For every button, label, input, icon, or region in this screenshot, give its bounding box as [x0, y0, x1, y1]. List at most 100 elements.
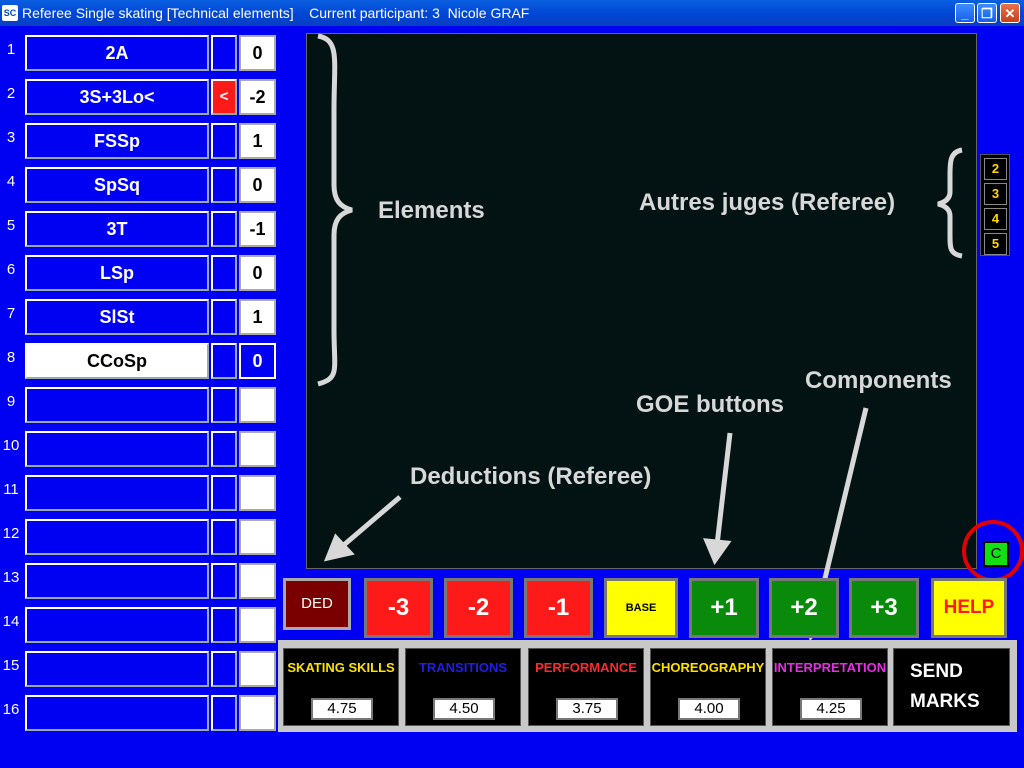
- row-number: 9: [6, 393, 16, 410]
- judge-4-button[interactable]: 4: [984, 208, 1007, 230]
- element-mark-cell[interactable]: [211, 695, 237, 731]
- component-value[interactable]: 4.00: [678, 698, 740, 720]
- ded-button[interactable]: DED: [283, 578, 351, 630]
- element-name-cell[interactable]: SlSt: [25, 299, 209, 335]
- element-name-cell[interactable]: [25, 475, 209, 511]
- element-goe-cell[interactable]: [239, 607, 276, 643]
- element-mark-cell[interactable]: [211, 387, 237, 423]
- minimize-button[interactable]: _: [955, 3, 975, 23]
- element-name-cell[interactable]: LSp: [25, 255, 209, 291]
- element-goe-cell[interactable]: 1: [239, 123, 276, 159]
- row-number: 14: [2, 613, 20, 630]
- row-number: 10: [2, 437, 20, 454]
- element-mark-cell[interactable]: [211, 123, 237, 159]
- element-mark-cell[interactable]: <: [211, 79, 237, 115]
- element-goe-cell[interactable]: -1: [239, 211, 276, 247]
- restore-button[interactable]: ❐: [977, 3, 997, 23]
- element-mark-cell[interactable]: [211, 651, 237, 687]
- element-name-cell[interactable]: 2A: [25, 35, 209, 71]
- component-value[interactable]: 4.25: [800, 698, 862, 720]
- element-goe-cell[interactable]: [239, 431, 276, 467]
- highlight-circle: [962, 520, 1024, 582]
- element-mark-cell[interactable]: [211, 343, 237, 379]
- element-name-cell[interactable]: [25, 695, 209, 731]
- goe-plus3-button[interactable]: +3: [849, 578, 919, 638]
- component-value[interactable]: 4.50: [433, 698, 495, 720]
- marks-label: MARKS: [910, 691, 980, 712]
- elements-brace: [317, 33, 353, 387]
- element-name-cell[interactable]: [25, 607, 209, 643]
- row-number: 16: [2, 701, 20, 718]
- element-mark-cell[interactable]: [211, 255, 237, 291]
- title-bar: SC Referee Single skating [Technical ele…: [0, 0, 1024, 26]
- annotation-goe-buttons: GOE buttons: [636, 391, 784, 418]
- element-name-cell[interactable]: CCoSp: [25, 343, 209, 379]
- component-transitions[interactable]: TRANSITIONS 4.50: [405, 648, 521, 726]
- element-mark-cell[interactable]: [211, 299, 237, 335]
- element-name-cell[interactable]: SpSq: [25, 167, 209, 203]
- app-icon: SC: [2, 5, 18, 21]
- row-number: 8: [6, 349, 16, 366]
- send-marks-button[interactable]: SEND MARKS: [893, 648, 1010, 726]
- element-name-cell[interactable]: [25, 431, 209, 467]
- goe-plus1-button[interactable]: +1: [689, 578, 759, 638]
- component-value[interactable]: 3.75: [556, 698, 618, 720]
- element-mark-cell[interactable]: [211, 563, 237, 599]
- element-mark-cell[interactable]: [211, 167, 237, 203]
- element-goe-cell[interactable]: 0: [239, 167, 276, 203]
- element-name-cell[interactable]: [25, 387, 209, 423]
- base-value-button[interactable]: BASE VALUE: [604, 578, 678, 668]
- element-mark-cell[interactable]: [211, 35, 237, 71]
- element-goe-cell[interactable]: [239, 695, 276, 731]
- component-label: TRANSITIONS: [418, 660, 508, 675]
- element-goe-cell[interactable]: [239, 475, 276, 511]
- element-goe-cell[interactable]: -2: [239, 79, 276, 115]
- judges-brace: [937, 147, 963, 259]
- element-mark-cell[interactable]: [211, 211, 237, 247]
- row-number: 3: [6, 129, 16, 146]
- row-number: 13: [2, 569, 20, 586]
- row-number: 1: [6, 41, 16, 58]
- element-name-cell[interactable]: [25, 651, 209, 687]
- row-number: 2: [6, 85, 16, 102]
- component-interpretation[interactable]: INTERPRETATION 4.25: [772, 648, 888, 726]
- main-panel: [306, 33, 977, 569]
- judge-2-button[interactable]: 2: [984, 158, 1007, 180]
- element-goe-cell[interactable]: [239, 651, 276, 687]
- row-number: 12: [2, 525, 20, 542]
- element-name-cell[interactable]: 3T: [25, 211, 209, 247]
- element-mark-cell[interactable]: [211, 431, 237, 467]
- other-judges-panel: 2 3 4 5: [980, 154, 1010, 256]
- component-value[interactable]: 4.75: [311, 698, 373, 720]
- element-name-cell[interactable]: [25, 563, 209, 599]
- element-mark-cell[interactable]: [211, 475, 237, 511]
- element-goe-cell[interactable]: 0: [239, 255, 276, 291]
- element-goe-cell[interactable]: [239, 563, 276, 599]
- element-mark-cell[interactable]: [211, 519, 237, 555]
- component-label: INTERPRETATION: [773, 660, 887, 675]
- element-goe-cell[interactable]: [239, 387, 276, 423]
- element-goe-cell[interactable]: 0: [239, 35, 276, 71]
- element-name-cell[interactable]: [25, 519, 209, 555]
- close-button[interactable]: ✕: [1000, 3, 1020, 23]
- element-goe-cell[interactable]: 0: [239, 343, 276, 379]
- goe-minus2-button[interactable]: -2: [444, 578, 513, 638]
- judge-5-button[interactable]: 5: [984, 233, 1007, 255]
- element-name-cell[interactable]: FSSp: [25, 123, 209, 159]
- element-mark-cell[interactable]: [211, 607, 237, 643]
- element-goe-cell[interactable]: [239, 519, 276, 555]
- judge-3-button[interactable]: 3: [984, 183, 1007, 205]
- row-number: 7: [6, 305, 16, 322]
- goe-minus1-button[interactable]: -1: [524, 578, 593, 638]
- send-label: SEND: [910, 661, 963, 682]
- element-goe-cell[interactable]: 1: [239, 299, 276, 335]
- help-button[interactable]: HELP: [931, 578, 1007, 638]
- element-name-cell[interactable]: 3S+3Lo<: [25, 79, 209, 115]
- annotation-components: Components: [805, 367, 952, 394]
- goe-plus2-button[interactable]: +2: [769, 578, 839, 638]
- row-number: 15: [2, 657, 20, 674]
- goe-minus3-button[interactable]: -3: [364, 578, 433, 638]
